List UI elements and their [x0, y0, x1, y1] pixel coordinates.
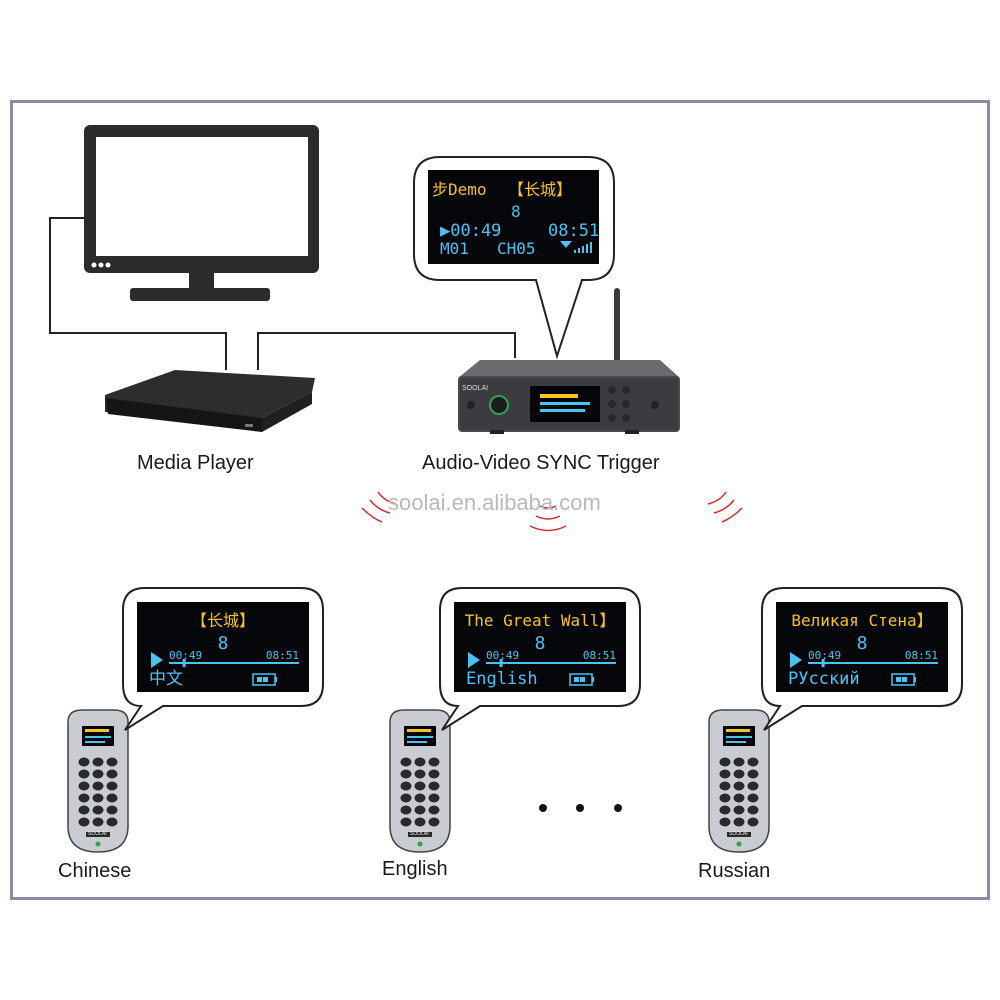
receiver-elapsed: 00:49 — [169, 649, 202, 662]
receiver-elapsed: 00:49 — [808, 649, 841, 662]
receiver-total: 08:51 — [905, 649, 938, 662]
receiver-title: 【长城】 — [191, 611, 255, 630]
receiver-track: 8 — [857, 633, 868, 654]
trigger-elapsed: ▶00:49 — [440, 221, 501, 241]
receiver-brand: SOOLAI — [410, 831, 429, 837]
receiver-language: 中文 — [149, 669, 183, 689]
play-icon — [468, 652, 480, 668]
watermark: soolai.en.alibaba.com — [388, 490, 601, 515]
trigger-screen-callout: 步Demo 【长城】 8 ▶00:49 08:51 M01 CH05 — [413, 156, 615, 360]
play-icon — [790, 652, 802, 668]
trigger-title-right: 【长城】 — [508, 180, 572, 199]
receiver-track: 8 — [535, 633, 546, 654]
receiver-brand: SOOLAI — [88, 831, 107, 837]
trigger-track: 8 — [511, 202, 521, 221]
media-player-label: Media Player — [137, 452, 254, 474]
english-label: English — [382, 858, 448, 880]
receivers: SOOLAI 【长城】 8 00:49 08:51 中文 SOOLAI The Great W… — [67, 587, 963, 853]
receiver-total: 08:51 — [266, 649, 299, 662]
receiver-screen-callout: 【长城】 8 00:49 08:51 中文 — [122, 587, 324, 731]
trigger-mode: M01 — [440, 239, 469, 258]
cables — [49, 217, 516, 370]
receiver-title: Великая Стена】 — [791, 611, 932, 630]
receiver-handset-icon: SOOLAI — [708, 709, 770, 853]
trigger-cable — [257, 332, 516, 370]
receiver-language: РУсский — [788, 669, 860, 689]
receiver-brand: SOOLAI — [729, 831, 748, 837]
media-player-icon — [105, 370, 315, 432]
russian-label: Russian — [698, 860, 771, 882]
receiver-handset-icon: SOOLAI — [67, 709, 129, 853]
receiver-progress-knob — [821, 659, 825, 667]
battery-icon — [252, 673, 277, 686]
trigger-title-left: 步Demo — [432, 180, 487, 199]
trigger-label: Audio-Video SYNC Trigger — [422, 452, 660, 474]
trigger-brand: SOOLAI — [462, 385, 488, 392]
receiver-progress-knob — [182, 659, 186, 667]
receiver-language: English — [466, 669, 538, 689]
wireless-waves — [361, 491, 743, 532]
battery-icon — [891, 673, 916, 686]
sync-trigger-device: SOOLAI — [458, 288, 680, 434]
monitor-cable — [49, 217, 227, 370]
trigger-total: 08:51 — [548, 221, 599, 241]
receiver-0: SOOLAI 【长城】 8 00:49 08:51 中文 — [67, 587, 324, 853]
trigger-channel: CH05 — [497, 239, 536, 258]
receiver-handset-icon: SOOLAI — [389, 709, 451, 853]
battery-icon — [569, 673, 594, 686]
receiver-track: 8 — [218, 633, 229, 654]
receiver-elapsed: 00:49 — [486, 649, 519, 662]
chinese-label: Chinese — [58, 860, 132, 882]
monitor-icon — [84, 125, 319, 301]
receiver-total: 08:51 — [583, 649, 616, 662]
ellipsis-dots — [539, 804, 622, 812]
receiver-title: The Great Wall】 — [465, 611, 616, 630]
play-icon — [151, 652, 163, 668]
signal-strength-icon — [560, 241, 592, 253]
receiver-progress-knob — [499, 659, 503, 667]
